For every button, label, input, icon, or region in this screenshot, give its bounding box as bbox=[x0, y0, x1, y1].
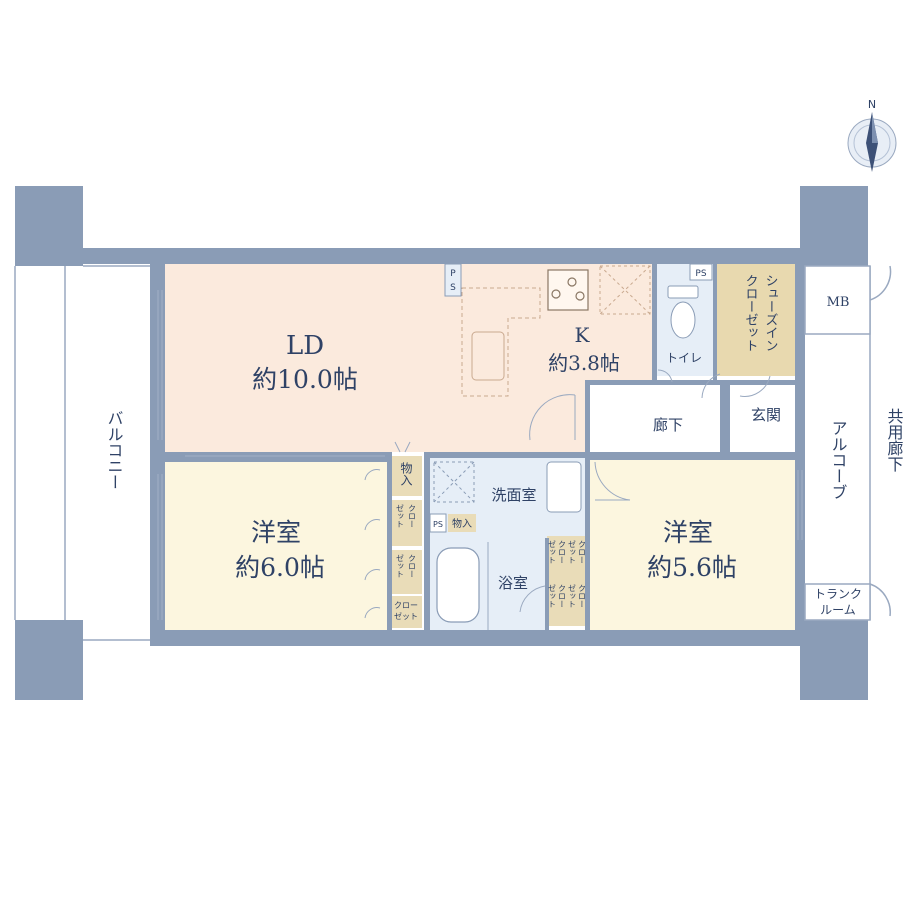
vanity-icon bbox=[546, 461, 582, 513]
walls bbox=[15, 186, 868, 700]
closet-left-2-a: クロー bbox=[408, 554, 417, 578]
western-right-floor bbox=[590, 460, 800, 630]
closet-right-2-floor bbox=[567, 536, 587, 626]
ps-box-washroom bbox=[429, 513, 447, 533]
compass-north-label: N bbox=[868, 98, 876, 111]
storage-label-2: 物入 bbox=[452, 517, 472, 530]
ps-label-toilet: PS bbox=[695, 269, 706, 279]
closet-left-1-floor bbox=[390, 500, 422, 546]
trunk-room-label-1: トランク bbox=[814, 587, 862, 601]
closet-left-3-b: ゼット bbox=[394, 611, 418, 621]
trunk-room-label-2: ルーム bbox=[820, 603, 856, 617]
balcony-label: バルコニー bbox=[105, 410, 124, 490]
stove-icon bbox=[547, 269, 589, 311]
kitchen-room-name: K bbox=[575, 323, 591, 347]
ps-box-kitchen bbox=[444, 263, 462, 297]
closet-right-4-b: ゼット bbox=[568, 584, 577, 608]
ps-label-washroom: PS bbox=[433, 520, 443, 529]
western-left-floor bbox=[165, 462, 387, 630]
balcony bbox=[14, 265, 150, 641]
storage-small-floor bbox=[448, 514, 476, 532]
shoes-closet-label-2: クローゼット bbox=[743, 274, 759, 352]
door-arcs bbox=[364, 369, 771, 619]
storage-floor bbox=[390, 456, 422, 496]
closet-right-3-a: クロー bbox=[558, 584, 567, 608]
western-left-size: 約6.0帖 bbox=[235, 553, 325, 582]
western-left-name: 洋室 bbox=[251, 518, 301, 547]
ps-label-kitchen-p: P bbox=[450, 269, 456, 279]
closet-left-3-floor bbox=[390, 596, 422, 628]
corridor-label: 廊下 bbox=[653, 416, 683, 434]
closet-left-3-a: クロー bbox=[394, 601, 418, 610]
toilet-label: トイレ bbox=[666, 351, 702, 365]
kitchen-counter bbox=[461, 287, 541, 397]
ps-label-kitchen-s: S bbox=[450, 283, 456, 293]
closet-right-2-b: ゼット bbox=[568, 540, 577, 564]
compass-icon: N bbox=[847, 98, 897, 172]
shoes-closet-label-1: シューズイン bbox=[763, 274, 778, 352]
closet-right-3-b: ゼット bbox=[548, 584, 557, 608]
western-right-size: 約5.6帖 bbox=[647, 553, 737, 582]
closet-left-1-b: ゼット bbox=[396, 504, 405, 528]
washer-space bbox=[433, 461, 475, 503]
shoes-closet-floor bbox=[717, 262, 795, 376]
bathroom-label: 浴室 bbox=[498, 574, 528, 592]
closet-right-4-a: クロー bbox=[578, 584, 587, 608]
western-right-name: 洋室 bbox=[663, 518, 713, 547]
bathtub-icon bbox=[436, 547, 480, 623]
closet-right-1-a: クロー bbox=[558, 540, 567, 564]
kitchen-room-size: 約3.8帖 bbox=[548, 351, 620, 375]
ld-room-size: 約10.0帖 bbox=[252, 365, 358, 394]
closet-left-1-a: クロー bbox=[408, 504, 417, 528]
refrigerator-space bbox=[599, 265, 651, 315]
alcove-outline bbox=[804, 265, 892, 621]
alcove-label: アルコーブ bbox=[829, 420, 848, 500]
storage-label-1: 物入 bbox=[399, 462, 413, 486]
kitchen-lower-floor bbox=[445, 384, 585, 452]
shared-corridor-label: 共用廊下 bbox=[885, 408, 904, 472]
closet-left-2-floor bbox=[390, 550, 422, 594]
kitchen-sink-icon bbox=[471, 331, 505, 381]
closet-right-2-a: クロー bbox=[578, 540, 587, 564]
mb-label: MB bbox=[827, 295, 850, 310]
closet-right-1-floor bbox=[547, 536, 567, 626]
ps-box-toilet bbox=[689, 263, 713, 281]
ld-floor bbox=[165, 264, 445, 452]
window-lines bbox=[157, 290, 803, 620]
washroom-label: 洗面室 bbox=[491, 486, 536, 504]
ld-room-name: LD bbox=[286, 331, 324, 361]
closet-right-1-b: ゼット bbox=[548, 540, 557, 564]
toilet-icon bbox=[667, 285, 699, 339]
entrance-label: 玄関 bbox=[751, 406, 781, 424]
closet-left-2-b: ゼット bbox=[396, 554, 405, 578]
